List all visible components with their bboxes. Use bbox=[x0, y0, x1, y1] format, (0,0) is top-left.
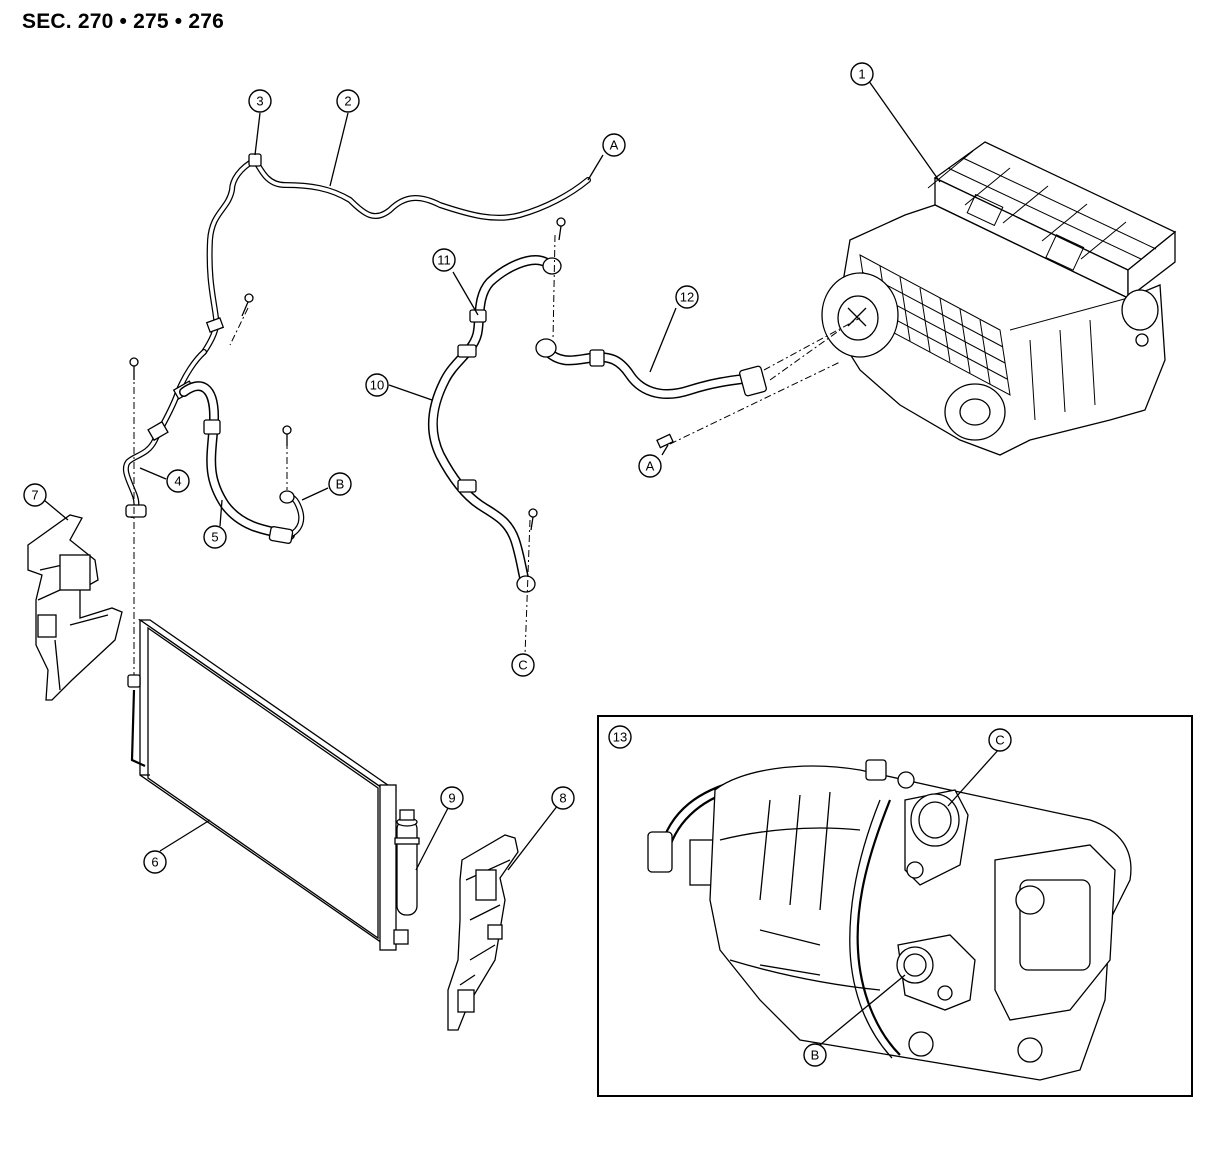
callout-12: 12 bbox=[675, 285, 699, 309]
air-guide-right bbox=[447, 834, 519, 1031]
assembly-guide-lines bbox=[133, 234, 861, 680]
hose-12 bbox=[535, 338, 767, 399]
svg-text:A: A bbox=[610, 138, 619, 153]
svg-text:2: 2 bbox=[344, 94, 351, 109]
svg-text:6: 6 bbox=[151, 855, 158, 870]
svg-text:B: B bbox=[811, 1048, 820, 1063]
callout-4: 4 bbox=[166, 469, 190, 493]
high-pressure-hose-5 bbox=[179, 381, 305, 544]
svg-text:5: 5 bbox=[211, 530, 218, 545]
svg-text:4: 4 bbox=[174, 474, 181, 489]
callout-11: 11 bbox=[432, 248, 456, 272]
svg-text:8: 8 bbox=[559, 791, 566, 806]
compressor-inset-frame bbox=[597, 715, 1193, 1097]
svg-text:9: 9 bbox=[448, 791, 455, 806]
svg-text:B: B bbox=[336, 477, 345, 492]
callout-9: 9 bbox=[440, 786, 464, 810]
callout-10: 10 bbox=[365, 373, 389, 397]
callout-C-main: C bbox=[511, 653, 535, 677]
callout-A-top: A bbox=[602, 133, 626, 157]
svg-text:11: 11 bbox=[437, 253, 451, 268]
bolts bbox=[129, 217, 674, 531]
callout-8: 8 bbox=[551, 786, 575, 810]
svg-text:12: 12 bbox=[680, 290, 694, 305]
svg-text:A: A bbox=[646, 459, 655, 474]
callout-5: 5 bbox=[203, 525, 227, 549]
callout-6: 6 bbox=[143, 850, 167, 874]
liquid-tank bbox=[394, 809, 420, 916]
callout-13: 13 bbox=[608, 725, 632, 749]
air-guide-left bbox=[27, 514, 123, 701]
svg-text:3: 3 bbox=[256, 94, 263, 109]
svg-text:10: 10 bbox=[370, 378, 384, 393]
svg-text:1: 1 bbox=[858, 67, 865, 82]
callout-B-inset: B bbox=[803, 1043, 827, 1067]
callout-2: 2 bbox=[336, 89, 360, 113]
heater-cooling-unit bbox=[821, 141, 1177, 456]
svg-text:C: C bbox=[518, 658, 527, 673]
callout-C-inset: C bbox=[988, 728, 1012, 752]
pipe-4 bbox=[122, 349, 207, 518]
callout-1: 1 bbox=[850, 62, 874, 86]
callout-B-main: B bbox=[328, 472, 352, 496]
section-reference: SEC. 270 • 275 • 276 bbox=[22, 10, 225, 33]
low-pressure-pipe-2 bbox=[201, 153, 591, 355]
svg-text:13: 13 bbox=[613, 730, 627, 745]
callout-A-bottom: A bbox=[638, 454, 662, 478]
compressor bbox=[647, 759, 1132, 1081]
low-pressure-hose-10 bbox=[427, 255, 562, 593]
condenser bbox=[127, 618, 409, 951]
leader-lines bbox=[43, 76, 1001, 1046]
callout-3: 3 bbox=[248, 89, 272, 113]
callout-7: 7 bbox=[23, 483, 47, 507]
svg-text:C: C bbox=[995, 733, 1004, 748]
svg-text:7: 7 bbox=[31, 488, 38, 503]
